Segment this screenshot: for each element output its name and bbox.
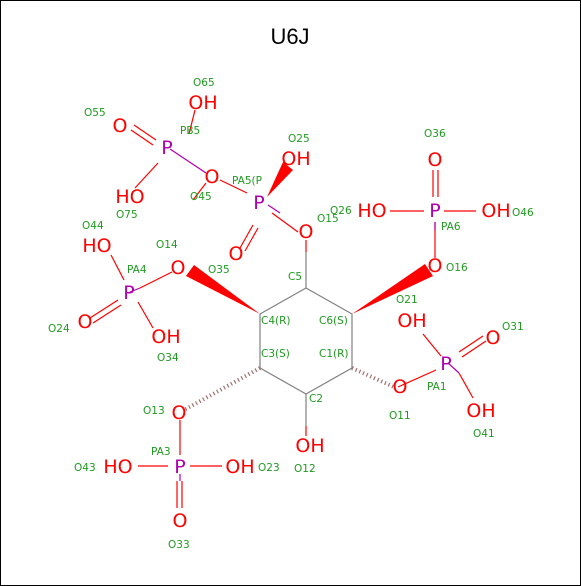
atom-o11: O (393, 376, 408, 398)
atom-oh44: HO (82, 235, 111, 257)
label-o13: O13 (143, 405, 165, 417)
atom-symbols: P O OH HO O P OH O O P O HO OH O P HO O … (78, 92, 511, 532)
label-o12: O12 (294, 463, 316, 475)
wedge-pa5-o25 (267, 162, 293, 197)
label-o11: O11 (389, 410, 411, 422)
label-o31: O31 (502, 321, 524, 333)
hashed-bonds (183, 366, 395, 412)
diagram-title: U6J (270, 24, 309, 49)
label-o24: O24 (48, 323, 70, 335)
label-pa6: PA6 (441, 221, 461, 233)
atom-pa5: P (253, 192, 264, 214)
atom-oh46: OH (481, 200, 510, 222)
atom-o55: O (113, 115, 128, 137)
oxygen-bonds (89, 109, 487, 508)
label-pa4: PA4 (127, 264, 147, 276)
atom-oh21: OH (397, 310, 426, 332)
atom-oh43: HO (103, 456, 132, 478)
label-o15: O15 (317, 213, 339, 225)
atom-oh41: OH (466, 400, 495, 422)
wedge-c4-o14 (186, 265, 260, 314)
atom-pa6: P (429, 200, 440, 222)
atom-o16: O (428, 255, 443, 277)
atom-oh26: HO (357, 200, 386, 222)
label-o41: O41 (473, 428, 495, 440)
label-o21: O21 (396, 294, 418, 306)
label-o45: O45 (190, 191, 212, 203)
label-pa5: PA5(P (232, 175, 262, 187)
stereo-wedges (186, 162, 433, 314)
atom-pb5: P (161, 137, 172, 159)
atom-o45: O (205, 166, 220, 188)
atom-oh23: OH (225, 456, 254, 478)
label-o44: O44 (82, 220, 104, 232)
atom-pa1: P (440, 353, 451, 375)
label-o33: O33 (168, 539, 190, 551)
label-o25: O25 (288, 133, 310, 145)
label-o75: O75 (116, 209, 138, 221)
label-o26: O26 (330, 205, 352, 217)
label-c2: C2 (309, 393, 323, 405)
label-pb5: PB5 (180, 125, 200, 137)
atom-o15: O (299, 221, 314, 243)
label-o14: O14 (156, 239, 178, 251)
label-o43: O43 (74, 462, 96, 474)
atom-oh34: OH (151, 326, 180, 348)
hash-c3-o13 (183, 366, 261, 412)
label-c1: C1(R) (319, 348, 349, 360)
label-o46: O46 (512, 207, 534, 219)
label-pa3: PA3 (151, 446, 171, 458)
label-c6: C6(S) (319, 315, 348, 327)
label-o35: O35 (208, 264, 230, 276)
atom-oh25: OH (281, 148, 310, 170)
atom-pa3: P (174, 456, 185, 478)
atom-o31: O (486, 327, 501, 349)
label-c3: C3(S) (261, 348, 290, 360)
atom-o36: O (428, 149, 443, 171)
atom-o24: O (78, 311, 93, 333)
atom-oh75: HO (115, 186, 144, 208)
wedge-c6-o16 (352, 264, 433, 314)
atom-o33: O (173, 510, 188, 532)
atom-o14: O (171, 257, 186, 279)
label-o36: O36 (424, 128, 446, 140)
label-o34: O34 (157, 352, 179, 364)
phosphorus-bonds (129, 148, 460, 481)
label-o55: O55 (84, 107, 106, 119)
atom-labels: O65 O55 PB5 O75 O45 O25 PA5(P O15 O35 O3… (48, 77, 534, 551)
atom-oh12: OH (295, 435, 324, 457)
atom-o13: O (172, 402, 187, 424)
label-pa1: PA1 (427, 381, 447, 393)
atom-oh65: OH (188, 92, 217, 114)
label-o23: O23 (258, 462, 280, 474)
atom-o35: O (229, 243, 244, 265)
label-c5: C5 (288, 271, 302, 283)
atom-pa4: P (123, 282, 134, 304)
ring-bonds (259, 252, 353, 426)
label-o16: O16 (446, 262, 468, 274)
label-o65: O65 (193, 77, 215, 89)
label-c4: C4(R) (261, 315, 291, 327)
